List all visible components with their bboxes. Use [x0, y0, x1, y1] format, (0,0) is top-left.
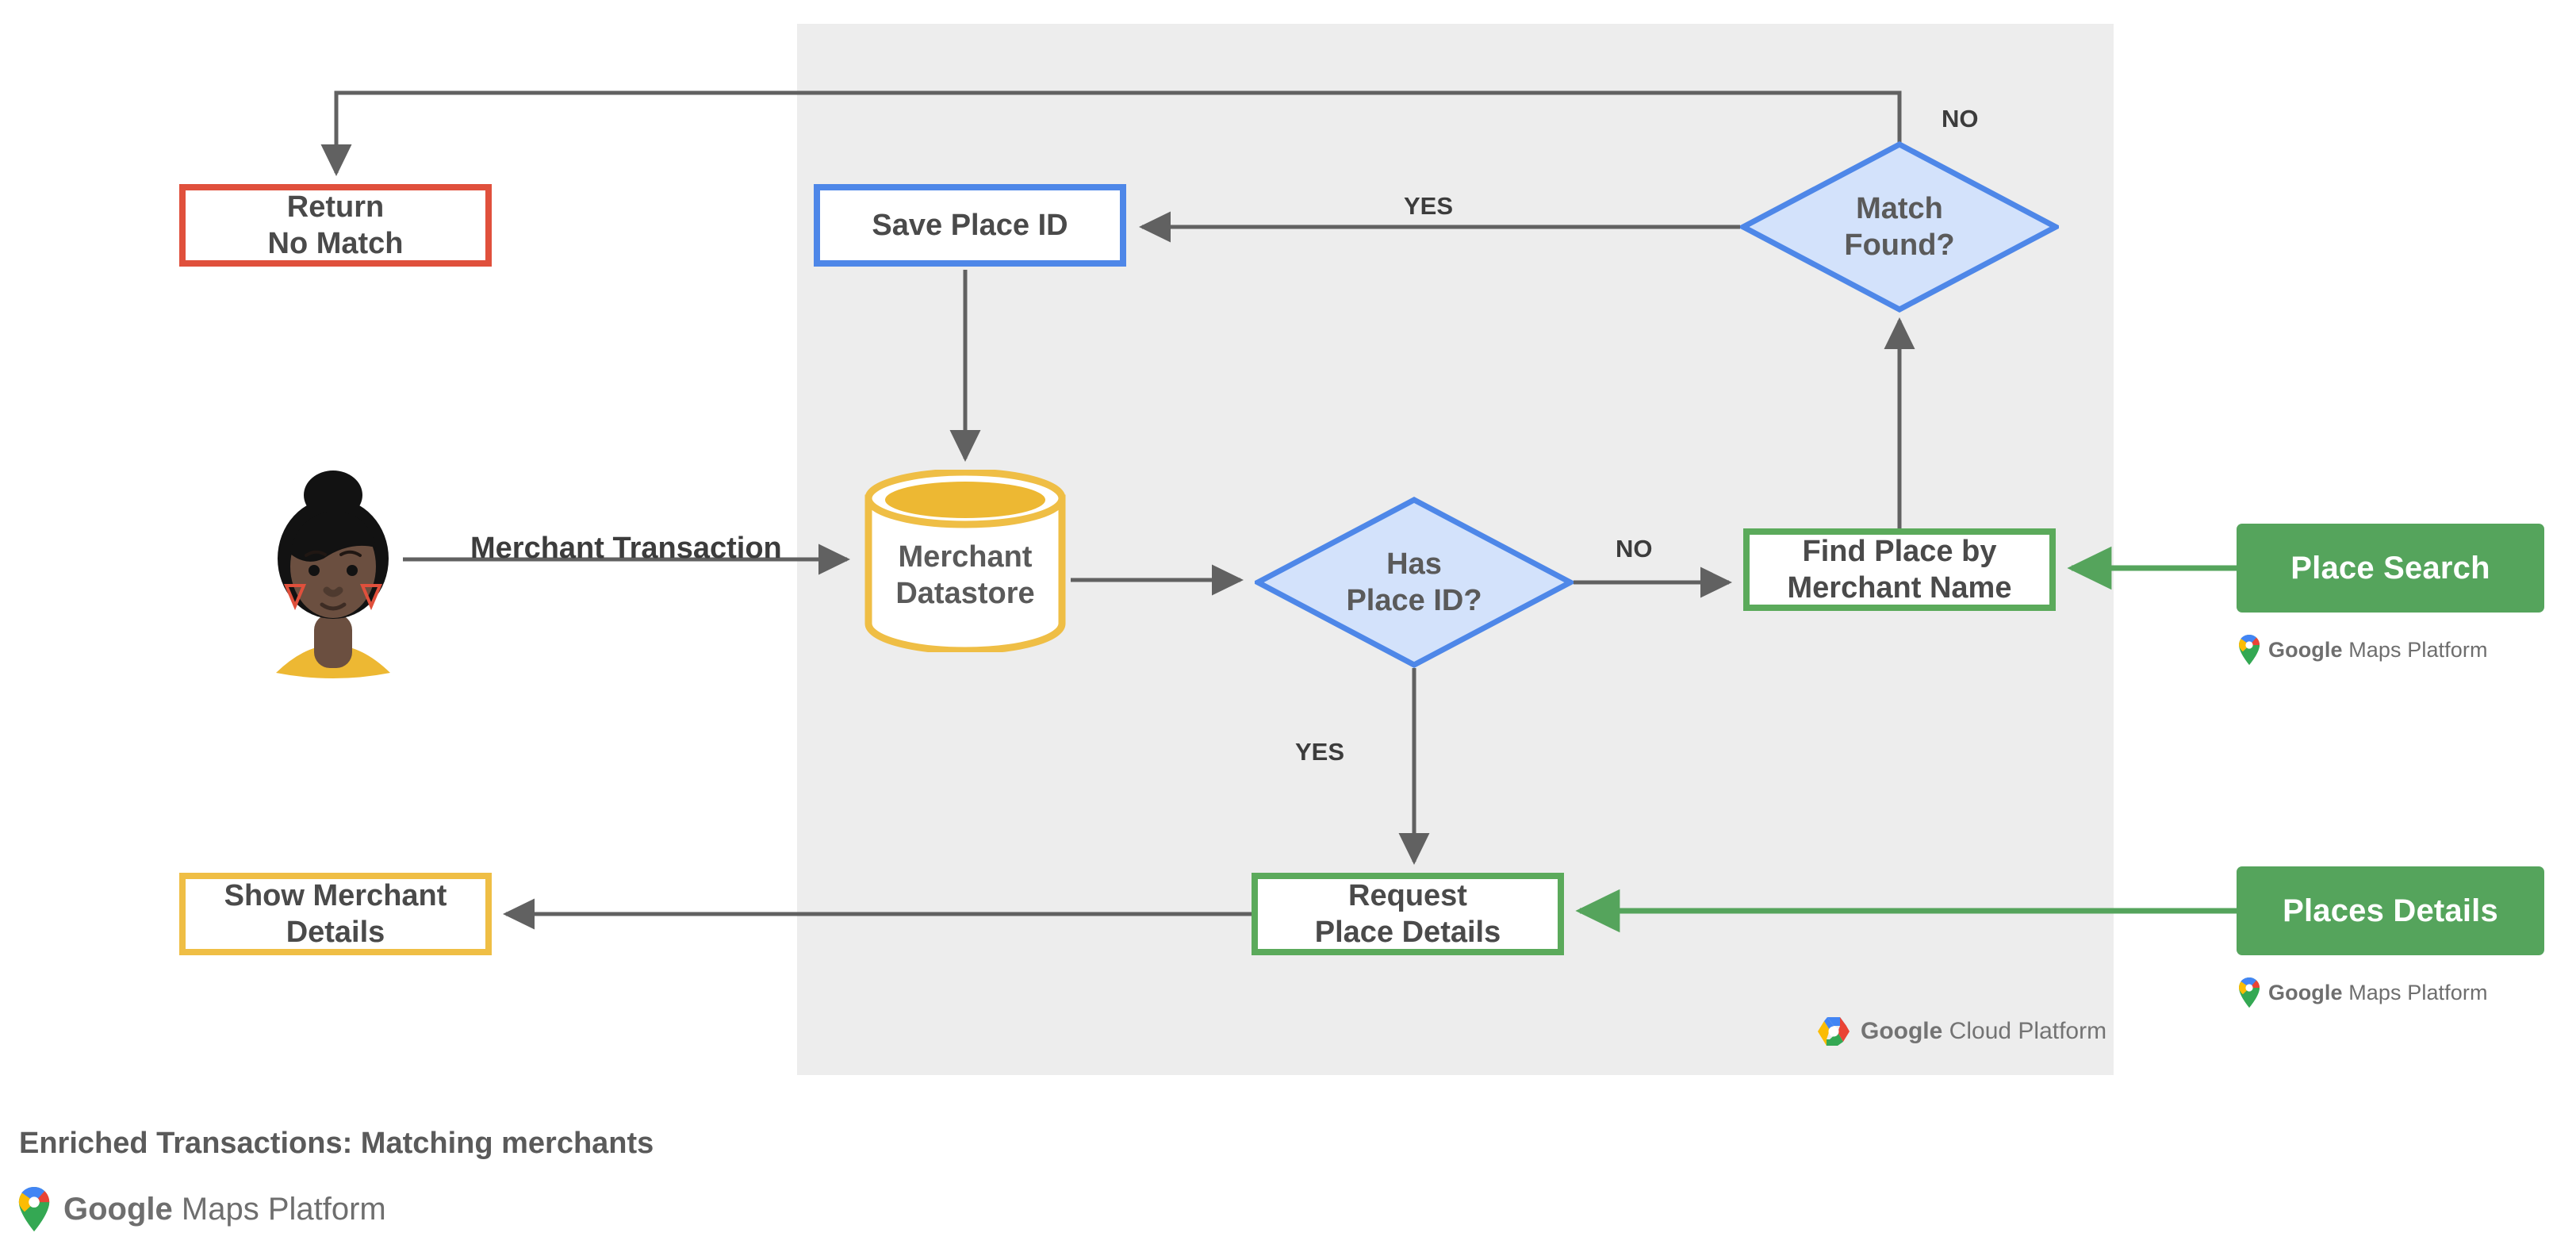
node-find-place-by-merchant-name[interactable]: Find Place by Merchant Name [1743, 528, 2056, 611]
google-maps-platform-wordmark: Google Maps Platform [2268, 980, 2488, 1004]
node-places-details-label: Places Details [2283, 893, 2498, 928]
database-cylinder-icon [864, 470, 1066, 652]
google-cloud-platform-lockup: Google Cloud Platform [1816, 1016, 2106, 1047]
diamond-shape [1740, 141, 2059, 313]
node-return-no-match-label: Return No Match [267, 190, 404, 260]
node-places-details[interactable]: Places Details [2237, 866, 2544, 955]
node-merchant-datastore[interactable]: Merchant Datastore [861, 470, 1069, 652]
google-maps-platform-wordmark: Google Maps Platform [63, 1191, 386, 1227]
google-cloud-platform-wordmark: Google Cloud Platform [1861, 1018, 2107, 1044]
node-return-no-match[interactable]: Return No Match [179, 184, 492, 267]
diamond-shape [1255, 497, 1574, 668]
node-request-place-details-label: Request Place Details [1314, 878, 1501, 949]
edge-label-merchant-transaction: Merchant Transaction [470, 532, 782, 565]
node-show-merchant-details[interactable]: Show Merchant Details [179, 873, 492, 955]
node-save-place-id[interactable]: Save Place ID [814, 184, 1126, 267]
google-maps-pin-icon [2239, 977, 2260, 1008]
node-merchant-datastore-label: Merchant Datastore [895, 540, 1035, 610]
node-find-place-by-merchant-name-label: Find Place by Merchant Name [1787, 534, 2012, 605]
edge-label-has-place-id-no: NO [1616, 535, 1653, 563]
node-show-merchant-details-label: Show Merchant Details [224, 878, 447, 949]
node-place-search[interactable]: Place Search [2237, 524, 2544, 613]
google-maps-platform-lockup: Google Maps Platform [2238, 635, 2488, 665]
person-avatar-icon [262, 465, 404, 679]
edge-label-match-found-no: NO [1942, 105, 1979, 132]
google-maps-pin-icon [2239, 635, 2260, 665]
edge-label-has-place-id-yes: YES [1295, 738, 1345, 766]
node-save-place-id-label: Save Place ID [872, 208, 1068, 242]
page-title: Enriched Transactions: Matching merchant… [19, 1127, 654, 1160]
node-place-search-label: Place Search [2290, 550, 2490, 586]
node-match-found-decision[interactable]: Match Found? [1740, 141, 2059, 313]
google-maps-platform-wordmark: Google Maps Platform [2268, 637, 2488, 662]
google-maps-platform-lockup: Google Maps Platform [2238, 977, 2488, 1008]
google-cloud-hexagon-icon [1818, 1017, 1850, 1046]
edge-label-match-found-yes: YES [1404, 192, 1454, 220]
node-has-place-id-decision[interactable]: Has Place ID? [1255, 497, 1574, 668]
footer-google-maps-platform-lockup: Google Maps Platform [17, 1187, 386, 1231]
node-request-place-details[interactable]: Request Place Details [1252, 873, 1564, 955]
google-maps-pin-icon [18, 1187, 50, 1231]
